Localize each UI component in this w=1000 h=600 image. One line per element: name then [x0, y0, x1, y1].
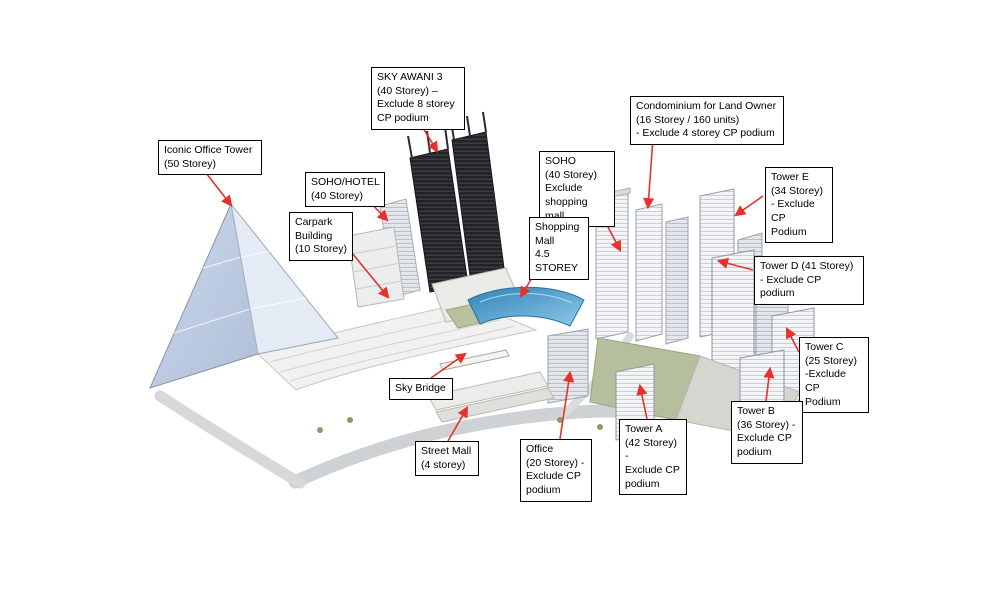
shopping-mall-glass-roof-3d	[467, 286, 585, 327]
condominium-tower-3d	[635, 203, 689, 345]
callout-tower-c: Tower C (25 Storey) -Exclude CP Podium	[799, 337, 869, 414]
callout-sky-bridge: Sky Bridge	[389, 378, 453, 400]
iconic-office-tower-3d	[149, 202, 339, 389]
callout-iconic-office-tower: Iconic Office Tower (50 Storey)	[158, 140, 262, 176]
callout-carpark-building: Carpark Building (10 Storey)	[289, 212, 353, 261]
callout-office: Office (20 Storey) - Exclude CP podium	[520, 439, 592, 502]
callout-tower-e: Tower E (34 Storey) - Exclude CP Podium	[765, 167, 833, 244]
callout-tower-d: Tower D (41 Storey) - Exclude CP podium	[754, 256, 864, 305]
callout-tower-a: Tower A (42 Storey) - Exclude CP podium	[619, 419, 687, 496]
sky-bridge-3d	[439, 349, 510, 371]
callout-sky-awani-3: SKY AWANI 3 (40 Storey) – Exclude 8 stor…	[371, 67, 465, 130]
callout-shopping-mall: Shopping Mall 4.5 STOREY	[529, 217, 589, 280]
office-tower-3d	[547, 328, 589, 404]
callout-street-mall: Street Mall (4 storey)	[415, 441, 479, 477]
callout-condominium-land-owner: Condominium for Land Owner (16 Storey / …	[630, 96, 784, 145]
callout-soho-hotel: SOHO/HOTEL (40 Storey)	[305, 172, 385, 208]
callout-tower-b: Tower B (36 Storey) - Exclude CP podium	[731, 401, 803, 464]
carpark-building-3d	[347, 226, 405, 308]
callout-soho: SOHO (40 Storey) Exclude shopping mall	[539, 151, 615, 228]
